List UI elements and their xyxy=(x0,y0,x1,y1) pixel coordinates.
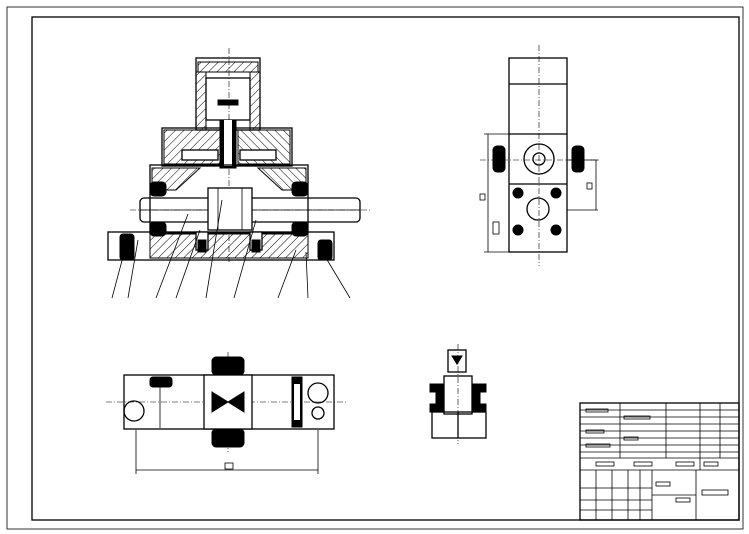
outer-border xyxy=(6,6,744,530)
inner-frame xyxy=(31,16,740,521)
front-section-view xyxy=(107,48,370,299)
side-view xyxy=(479,45,600,266)
title-block xyxy=(579,402,740,521)
detail-view xyxy=(429,344,487,444)
top-view xyxy=(106,352,346,474)
